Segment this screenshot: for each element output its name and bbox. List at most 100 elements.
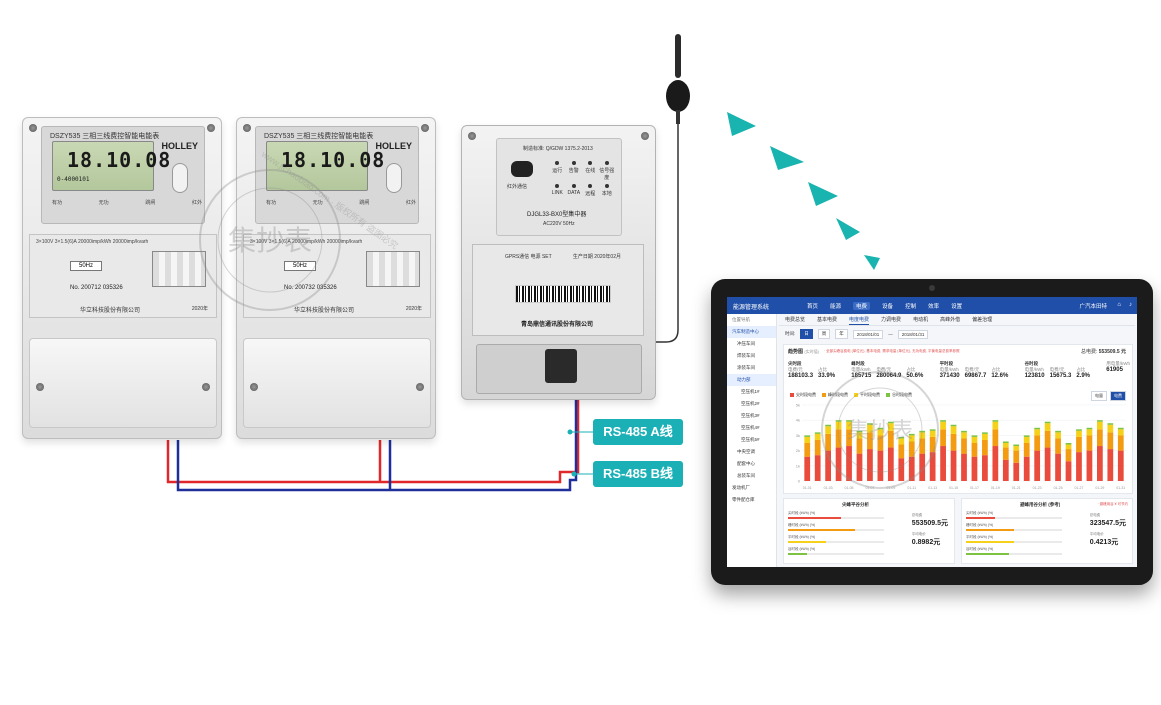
chart-bar-segment xyxy=(898,444,905,459)
metric-value: 69867.7 xyxy=(964,373,987,379)
sidebar-item[interactable]: 零件配仓库 xyxy=(732,497,755,502)
metric-value: 50.6% xyxy=(906,373,924,379)
sidebar-item[interactable]: 空压机5# xyxy=(741,437,760,442)
meter-face: DSZY535 三相三线费控智能电能表 HOLLEY 18.10.08 0-40… xyxy=(41,126,205,224)
legend-item[interactable]: 尖时段电费 xyxy=(790,392,816,398)
chart-bar-segment xyxy=(982,439,988,456)
filter-year[interactable]: 年 xyxy=(835,329,848,339)
home-icon[interactable]: ⌂ xyxy=(1117,302,1121,308)
nav-control[interactable]: 控制 xyxy=(905,304,917,310)
nav-devices[interactable]: 设备 xyxy=(882,304,894,310)
sidebar-item[interactable]: 中央空调 xyxy=(737,449,755,454)
toggle-energy[interactable]: 电量 xyxy=(1091,391,1107,401)
chart-bar-segment xyxy=(846,446,852,481)
tab-power-factor[interactable]: 力调电费 xyxy=(881,317,902,323)
toggle-fee[interactable]: 电费 xyxy=(1110,391,1126,401)
sidebar-header: 位置导航 xyxy=(732,317,750,322)
sidebar-item[interactable]: 动力部 xyxy=(727,374,776,386)
legend-item[interactable]: 平时段电费 xyxy=(854,392,880,398)
end-date-input[interactable]: 2018/01/31 xyxy=(897,329,929,339)
antenna-cable xyxy=(656,110,679,343)
sidebar-item[interactable]: 空压机2# xyxy=(741,401,760,406)
chart-bar-segment xyxy=(856,438,863,454)
stat-label: 总电费 xyxy=(911,513,923,517)
filter-day[interactable]: 日 xyxy=(800,329,813,339)
production-date: 生产日期 2020年02月 xyxy=(572,254,621,260)
metric-value: 123810 xyxy=(1024,373,1045,379)
sidebar-tree: 汽车制造中心冲压车间焊装车间涂装车间动力部空压机1# 空压机2# 空压机3# 空压机4… xyxy=(727,326,776,506)
sidebar-item[interactable]: 涂装车间 xyxy=(737,365,755,370)
rs485-b-label: RS-485 B线 xyxy=(593,461,683,487)
meter-nameplate: 3×100V 3×1.5(6)A 20000imp/kWh 20000imp/k… xyxy=(243,234,431,318)
sidebar-item[interactable]: 空压机1# xyxy=(741,389,760,394)
led-indicator: LINK xyxy=(549,184,566,197)
nav-efficiency[interactable]: 效率 xyxy=(928,304,940,310)
indicator-label: 无功 xyxy=(312,200,323,206)
sidebar-item[interactable]: 焊装车间 xyxy=(737,353,755,358)
chart-bar-segment xyxy=(950,424,957,427)
nav-billing[interactable]: 电费 xyxy=(853,302,871,310)
chart-bar-segment xyxy=(940,421,946,430)
chart-bar-segment xyxy=(1086,450,1093,481)
user-menu[interactable]: 广汽本田特 xyxy=(1079,304,1107,310)
meter-year: 2020年 xyxy=(191,306,208,312)
chart-bar-segment xyxy=(877,450,884,481)
chart-bar-segment xyxy=(961,453,967,481)
sidebar-item[interactable]: 冲压车间 xyxy=(737,341,755,346)
sidebar-item[interactable]: 配套中心 xyxy=(737,461,755,466)
filter-week[interactable]: 周 xyxy=(817,329,831,339)
chart-bar-segment xyxy=(1117,435,1124,451)
chart-bar-segment xyxy=(982,455,988,481)
sidebar-item[interactable]: 总装车间 xyxy=(737,473,755,478)
wireless-signal-icon xyxy=(727,112,880,270)
nav-energy[interactable]: 能源 xyxy=(830,304,842,310)
period-name: 峰时段 xyxy=(851,361,865,366)
tab-overview[interactable]: 电费总览 xyxy=(785,317,806,323)
chart-bar-segment xyxy=(856,453,863,481)
sidebar-item[interactable]: 发动机厂 xyxy=(732,485,750,490)
chart-bar-segment xyxy=(814,455,821,481)
nav-settings[interactable]: 设置 xyxy=(951,304,963,310)
indicator-label: 红外 xyxy=(405,200,416,206)
chart-bar-segment xyxy=(856,432,863,439)
start-date-input[interactable]: 2018/01/01 xyxy=(852,329,884,339)
chart-bar-segment xyxy=(804,456,811,481)
panel-row: 尖时段 (kWh) (%) xyxy=(788,511,888,523)
nav-home[interactable]: 首页 xyxy=(807,304,819,310)
tab-deviation[interactable]: 偏差治理 xyxy=(972,317,993,323)
tab-energy-fee[interactable]: 电度电费 xyxy=(849,317,870,325)
chart-bar-segment xyxy=(1117,427,1124,430)
metric-label: 占比 xyxy=(991,367,1001,372)
metric-value: 33.9% xyxy=(818,373,836,379)
legend-item[interactable]: 峰时段电费 xyxy=(822,392,848,398)
chart-bar-segment xyxy=(1034,429,1041,436)
sidebar-item[interactable]: 汽车制造中心 xyxy=(727,326,776,338)
chart-bar-segment xyxy=(846,421,852,430)
chart-bar-segment xyxy=(1044,430,1051,448)
chart-bar-segment xyxy=(835,429,842,448)
tab-motor[interactable]: 电动机 xyxy=(913,317,929,323)
unit-toggle: 电量 电费 xyxy=(1091,391,1126,401)
bell-icon[interactable]: ♪ xyxy=(1129,302,1132,308)
panel-row: 尖时段 (kWh) (%) xyxy=(966,511,1066,523)
chart-bar-segment xyxy=(908,433,915,436)
metric-label: 电费/元 xyxy=(1049,367,1065,372)
legend-item[interactable]: 谷时段电费 xyxy=(886,392,912,398)
tab-peak[interactable]: 高峰外借 xyxy=(940,317,961,323)
sidebar-item[interactable]: 空压机4# xyxy=(741,425,760,430)
rs485-a-label: RS-485 A线 xyxy=(593,419,683,445)
chart-bar-segment xyxy=(1076,429,1082,431)
metric-value: 371430 xyxy=(939,373,960,379)
chart-bar-segment xyxy=(940,429,946,447)
chart-y-tick: 0 xyxy=(798,479,801,484)
tab-basic-fee[interactable]: 基本电费 xyxy=(817,317,838,323)
sidebar-item[interactable]: 空压机3# xyxy=(741,413,760,418)
chart-bar-segment xyxy=(961,430,967,433)
total-fee: 总电费: 553509.5 元 xyxy=(1080,349,1126,355)
chart-bar-segment xyxy=(992,446,999,481)
